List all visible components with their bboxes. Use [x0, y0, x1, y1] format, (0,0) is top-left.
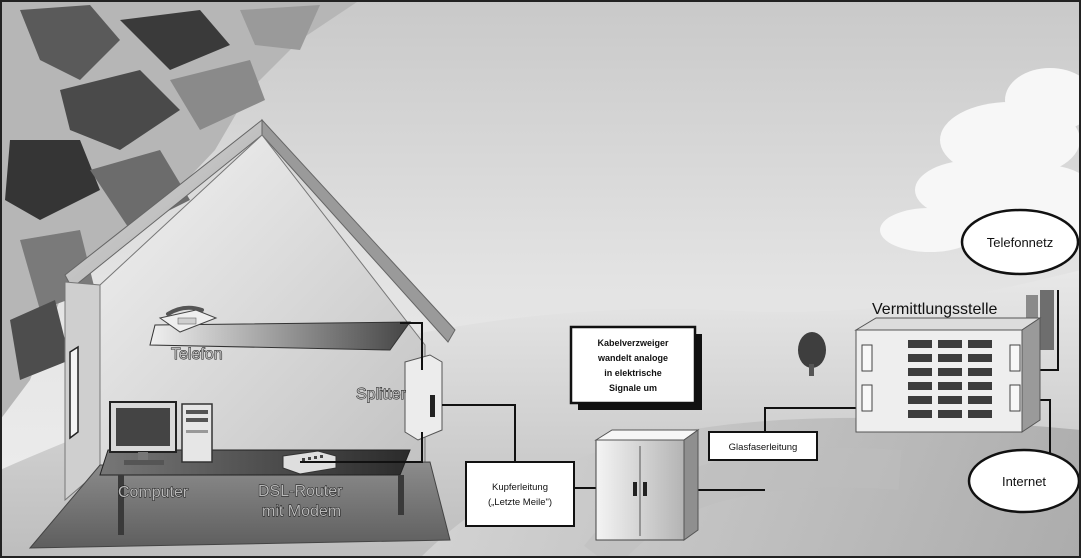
internet-node: Internet — [967, 448, 1081, 514]
splitter-device — [404, 354, 443, 441]
label-kabel-line4: Signale um — [609, 383, 657, 393]
label-glasfaser: Glasfaserleitung — [729, 442, 798, 453]
label-kabel-line3: in elektrische — [604, 368, 662, 378]
glasfaser-label-box: Glasfaserleitung — [708, 431, 818, 461]
computer-tower-icon — [181, 403, 213, 463]
label-kupfer-line1: Kupferleitung — [492, 482, 548, 493]
label-kabel-line2: wandelt analoge — [597, 353, 668, 363]
label-splitter: Splitter — [356, 386, 406, 403]
label-dsl-router-line2: mit Modem — [262, 503, 341, 520]
clouds — [880, 68, 1081, 255]
label-computer: Computer — [118, 484, 189, 501]
label-kabel-line1: Kabelverzweiger — [597, 338, 669, 348]
telephone-icon — [158, 305, 218, 333]
cable-distributor-cabinet — [594, 429, 700, 541]
telefonnetz-node: Telefonnetz — [960, 208, 1080, 276]
label-telefonnetz: Telefonnetz — [987, 235, 1054, 250]
house — [28, 118, 456, 549]
label-dsl-router-line1: DSL-Router — [258, 483, 343, 500]
tree-foliage — [0, 0, 360, 420]
distant-tree — [798, 332, 826, 376]
label-vermittlungsstelle: Vermittlungsstelle — [872, 301, 997, 318]
label-kupfer-line2: („Letzte Meile") — [488, 497, 552, 508]
kabelverzweiger-note-box: Kabelverzweiger wandelt analoge in elekt… — [569, 325, 702, 410]
label-internet: Internet — [1002, 474, 1046, 489]
exchange-building — [854, 290, 1054, 433]
computer-monitor-icon — [109, 401, 177, 465]
label-telefon: Telefon — [171, 346, 223, 363]
kupferleitung-label-box: Kupferleitung („Letzte Meile") — [465, 461, 575, 527]
